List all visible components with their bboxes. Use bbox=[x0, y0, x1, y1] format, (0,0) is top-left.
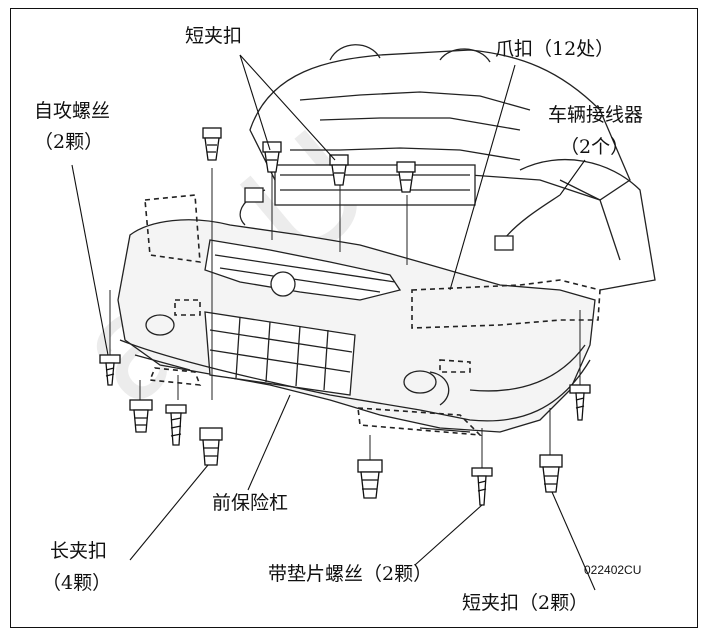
long-clip-3 bbox=[199, 427, 223, 466]
label-front-bumper: 前保险杠 bbox=[212, 492, 289, 514]
short-clip-2 bbox=[262, 141, 282, 173]
label-vehicle-connector-qty: （2个） bbox=[560, 136, 630, 158]
label-claw-clip: 爪扣（12处） bbox=[495, 38, 615, 60]
short-clip-1 bbox=[202, 127, 222, 161]
leader-connector bbox=[559, 159, 586, 196]
label-washer-screw: 带垫片螺丝（2颗） bbox=[268, 563, 433, 585]
radiator-support bbox=[274, 164, 476, 206]
label-self-tapping-screw: 自攻螺丝 bbox=[34, 100, 111, 122]
short-clip-3 bbox=[329, 154, 349, 186]
claw-region-bottom-right bbox=[357, 407, 483, 436]
leader-washer-screw bbox=[414, 504, 483, 566]
short-clip-bottom-1 bbox=[539, 454, 563, 493]
engine-bay bbox=[249, 49, 631, 201]
leader-short-clip-top-a bbox=[239, 54, 271, 151]
fog-lamp-right bbox=[403, 370, 437, 394]
connector-wire-right bbox=[504, 194, 561, 239]
short-clip-4 bbox=[396, 161, 416, 193]
leader-bumper bbox=[247, 394, 291, 491]
emblem bbox=[270, 271, 296, 297]
label-short-clip-top: 短夹扣 bbox=[185, 25, 243, 47]
washer-screw-1 bbox=[471, 467, 493, 506]
fog-lamp-left bbox=[145, 314, 175, 336]
label-vehicle-connector: 车辆接线器 bbox=[548, 104, 644, 126]
upper-grille bbox=[204, 239, 402, 301]
leader-short-clip-bottom bbox=[551, 491, 596, 591]
self-tapping-screw-right bbox=[569, 384, 591, 421]
label-long-clip-qty: （4颗） bbox=[42, 572, 112, 594]
leader-long-clip bbox=[129, 464, 209, 561]
leader-short-clip-top-b bbox=[239, 54, 336, 161]
bumper-body bbox=[117, 219, 596, 433]
long-clip-2 bbox=[165, 404, 187, 446]
leader-claw bbox=[449, 64, 516, 291]
self-tapping-screw-left bbox=[99, 354, 121, 386]
claw-region-left bbox=[144, 194, 201, 263]
claw-region-right bbox=[411, 279, 601, 329]
claw-region-bottom-left bbox=[148, 367, 202, 386]
label-self-tapping-screw-qty: （2颗） bbox=[34, 131, 104, 153]
diagram-frame bbox=[10, 8, 698, 628]
label-long-clip: 长夹扣 bbox=[50, 540, 108, 562]
figure-code: 022402CU bbox=[584, 563, 642, 577]
leader-self-tapping bbox=[71, 164, 109, 356]
long-clip-4 bbox=[357, 459, 383, 499]
lower-grille bbox=[204, 311, 356, 396]
long-clip-1 bbox=[129, 399, 153, 433]
label-short-clip-bottom: 短夹扣（2颗） bbox=[462, 592, 589, 614]
